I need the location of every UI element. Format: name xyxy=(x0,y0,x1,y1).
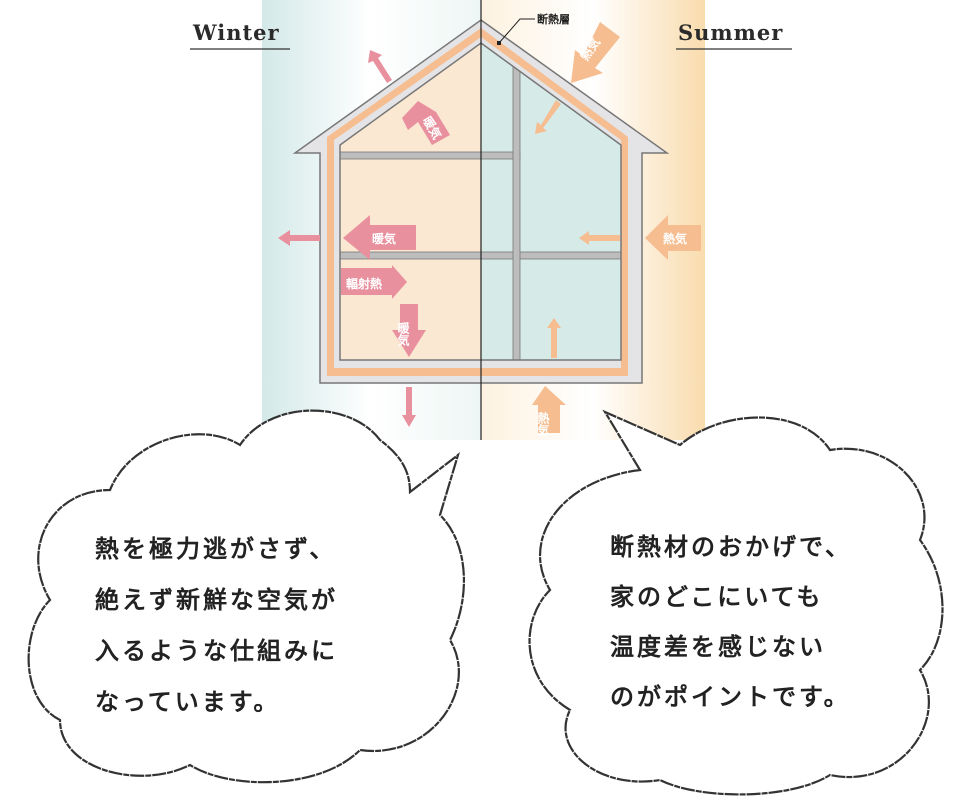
heat-wall-label: 熱気 xyxy=(663,231,687,246)
warm-air-wall-arrow xyxy=(343,215,416,260)
roof-escape-arrow xyxy=(368,50,392,83)
warm-air-floor-arrow xyxy=(392,304,426,357)
warm-air-wall-label: 暖気 xyxy=(372,231,396,246)
left-bubble-line: 入るような仕組みに xyxy=(95,637,338,665)
left-bubble-line: 絶えず新鮮な空気が xyxy=(95,586,338,614)
right-speech-bubble xyxy=(528,409,944,796)
heat-roof-inner-arrow xyxy=(535,100,561,134)
insulation-label: 断熱層 xyxy=(537,12,570,26)
right-bubble-line: 温度差を感じない xyxy=(610,633,826,661)
heat-floor-inner-arrow xyxy=(547,318,561,358)
heat-wall-arrow xyxy=(645,215,701,260)
left-bubble-line: なっています。 xyxy=(95,688,281,716)
radiant-heat-label: 輻射熱 xyxy=(346,276,382,291)
summer-arrows: 熱気 熱気 熱気 xyxy=(532,22,701,437)
warm-air-floor-label: 暖気 xyxy=(396,321,410,347)
right-bubble-line: のがポイントです。 xyxy=(610,683,851,711)
heat-floor-label: 熱気 xyxy=(536,411,550,437)
summer-title: Summer xyxy=(678,20,783,45)
warm-air-roof-arrow xyxy=(402,101,450,145)
radiant-heat-arrow xyxy=(341,265,407,299)
left-speech-bubble xyxy=(27,409,465,784)
heat-roof-arrow xyxy=(571,22,620,83)
right-bubble-text: 断熱材のおかげで、 家のどこにいても 温度差を感じない のがポイントです。 xyxy=(610,522,852,722)
winter-title: Winter xyxy=(192,20,280,45)
left-bubble-text: 熱を極力逃がさず、 絶えず新鮮な空気が 入るような仕組みに なっています。 xyxy=(95,524,338,728)
right-bubble-line: 断熱材のおかげで、 xyxy=(610,533,853,561)
wall-escape-arrow xyxy=(278,230,320,246)
floor-escape-arrow xyxy=(402,387,416,427)
right-bubble-line: 家のどこにいても xyxy=(610,583,824,611)
left-bubble-line: 熱を極力逃がさず、 xyxy=(95,535,337,563)
heat-wall-inner-arrow xyxy=(579,231,620,245)
heat-floor-arrow xyxy=(532,386,566,433)
